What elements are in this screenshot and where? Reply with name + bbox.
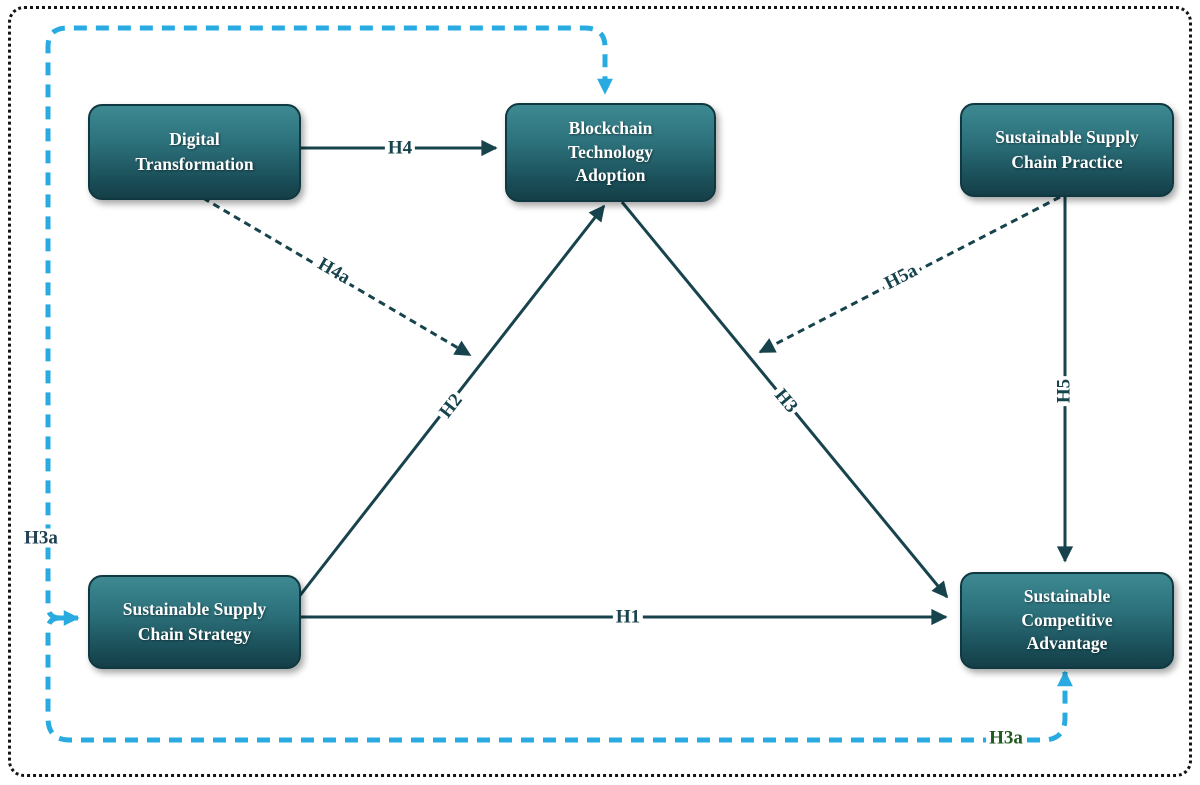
node-sustainable-supply-chain-practice: Sustainable Supply Chain Practice (960, 103, 1174, 197)
arrow-h4a (202, 196, 472, 357)
label-h4: H4 (384, 138, 416, 158)
mediation-paths (45, 25, 1073, 743)
node-label-line: Sustainable Supply (995, 126, 1139, 147)
node-label-line: Digital (169, 128, 220, 149)
node-digital-transformation: Digital Transformation (88, 104, 301, 200)
node-label-line: Chain Strategy (137, 624, 252, 644)
node-label-line: Chain Practice (1011, 152, 1123, 172)
node-label-line: Adoption (575, 165, 646, 186)
arrow-h3a-bottom (45, 615, 1073, 743)
arrow-h3a-top (45, 25, 613, 621)
node-blockchain-technology-adoption: Blockchain Technology Adoption (505, 103, 716, 202)
label-h3a-left: H3a (21, 528, 61, 548)
node-label-line: Competitive (1021, 609, 1113, 630)
label-h5: H5 (1054, 375, 1075, 407)
node-label-line: Blockchain (568, 118, 653, 139)
label-h1: H1 (612, 607, 644, 627)
node-label-line: Sustainable Supply (122, 598, 267, 619)
solid-paths (296, 139, 1074, 626)
node-label-line: Technology (568, 141, 653, 162)
node-sustainable-supply-chain-strategy: Sustainable Supply Chain Strategy (88, 575, 301, 669)
label-h3a-bottom: H3a (986, 728, 1026, 748)
node-label-line: Advantage (1026, 633, 1108, 654)
node-sustainable-competitive-advantage: Sustainable Competitive Advantage (960, 572, 1174, 669)
node-label-line: Transformation (135, 154, 254, 174)
node-label-line: Sustainable (1023, 586, 1111, 607)
